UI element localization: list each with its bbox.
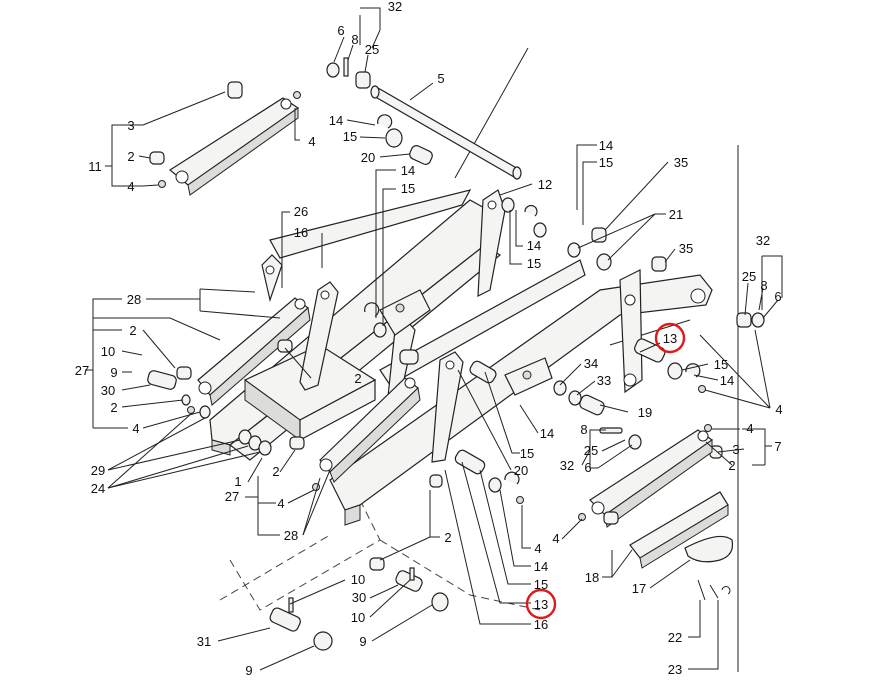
callout: 4 [775, 402, 782, 417]
callout: 15 [714, 357, 728, 372]
callout: 15 [527, 256, 541, 271]
top-shaft [370, 85, 522, 180]
callout: 28 [284, 528, 298, 543]
callout: 16 [294, 225, 308, 240]
callout: 2 [354, 371, 361, 386]
callout: 16 [534, 617, 548, 632]
callout: 25 [742, 269, 756, 284]
callout: 1 [234, 474, 241, 489]
callout: 17 [632, 581, 646, 596]
callout: 8 [351, 32, 358, 47]
callout: 2 [129, 323, 136, 338]
callout: 15 [520, 446, 534, 461]
callout: 31 [197, 634, 211, 649]
callout: 10 [101, 344, 115, 359]
callout: 10 [351, 572, 365, 587]
callout: 34 [584, 356, 598, 371]
lower-right-link-arm [578, 424, 714, 528]
highlight-circle-13-bottom [525, 588, 557, 620]
callout: 30 [101, 383, 115, 398]
leader-lines [85, 7, 783, 671]
callout: 33 [597, 373, 611, 388]
callout: 21 [669, 207, 683, 222]
callout: 2 [444, 530, 451, 545]
bushings-and-pins [147, 197, 765, 493]
callout: 2 [272, 464, 279, 479]
callout: 2 [110, 400, 117, 415]
callout: 6 [584, 460, 591, 475]
bracket-plates [379, 289, 553, 396]
callout: 2 [127, 149, 134, 164]
callout: 4 [534, 541, 541, 556]
tie-links [197, 297, 421, 483]
callout: 13 [534, 597, 548, 612]
callout: 23 [668, 662, 682, 677]
callout: 27 [75, 363, 89, 378]
right-loader-frame [329, 259, 713, 526]
callout: 15 [534, 577, 548, 592]
callout: 9 [359, 634, 366, 649]
callout: 10 [351, 610, 365, 625]
callout: 11 [88, 159, 102, 174]
callout: 4 [308, 134, 315, 149]
highlight-circle-13-right [654, 322, 686, 354]
upper-left-link-arm [149, 81, 301, 196]
callout: 27 [225, 489, 239, 504]
callout: 15 [401, 181, 415, 196]
callout: 14 [534, 559, 548, 574]
callout: 12 [538, 177, 552, 192]
callout: 14 [540, 426, 554, 441]
callout: 25 [365, 42, 379, 57]
callout: 5 [437, 71, 444, 86]
callout: 30 [352, 590, 366, 605]
callout: 26 [294, 204, 308, 219]
callout: 15 [599, 155, 613, 170]
callout: 4 [552, 531, 559, 546]
lower-bracket-and-hook [629, 491, 734, 601]
callout: 35 [679, 241, 693, 256]
callout: 4 [127, 179, 134, 194]
callout: 14 [599, 138, 613, 153]
callout: 14 [401, 163, 415, 178]
highlight-circles [525, 322, 686, 620]
callout: 35 [674, 155, 688, 170]
callout: 18 [585, 570, 599, 585]
callout: 25 [584, 443, 598, 458]
callout: 13 [663, 331, 677, 346]
callout: 20 [514, 463, 528, 478]
callout: 32 [560, 458, 574, 473]
callout: 22 [668, 630, 682, 645]
callout: 28 [127, 292, 141, 307]
callout: 9 [245, 663, 252, 678]
callout: 6 [774, 289, 781, 304]
callout: 14 [527, 238, 541, 253]
callout: 20 [361, 150, 375, 165]
callout: 4 [132, 421, 139, 436]
callout: 6 [337, 23, 344, 38]
callout: 14 [720, 373, 734, 388]
callout: 8 [760, 278, 767, 293]
callout: 15 [343, 129, 357, 144]
part-drawings [147, 47, 765, 672]
callout: 14 [329, 113, 343, 128]
callout: 3 [732, 442, 739, 457]
callout: 24 [91, 481, 105, 496]
callout: 32 [388, 0, 402, 14]
callout: 8 [580, 422, 587, 437]
top-bushings [326, 57, 433, 165]
callout: 29 [91, 463, 105, 478]
construction-lines [219, 47, 739, 672]
callout: 4 [746, 421, 753, 436]
callout: 3 [127, 118, 134, 133]
callout-labels: 32 6 8 25 5 3 2 11 4 4 14 15 20 14 15 12… [75, 0, 783, 678]
callout: 9 [110, 365, 117, 380]
callout: 7 [774, 439, 781, 454]
callout: 2 [728, 458, 735, 473]
callout: 19 [638, 405, 652, 420]
callout: 4 [277, 496, 284, 511]
callout: 32 [756, 233, 770, 248]
